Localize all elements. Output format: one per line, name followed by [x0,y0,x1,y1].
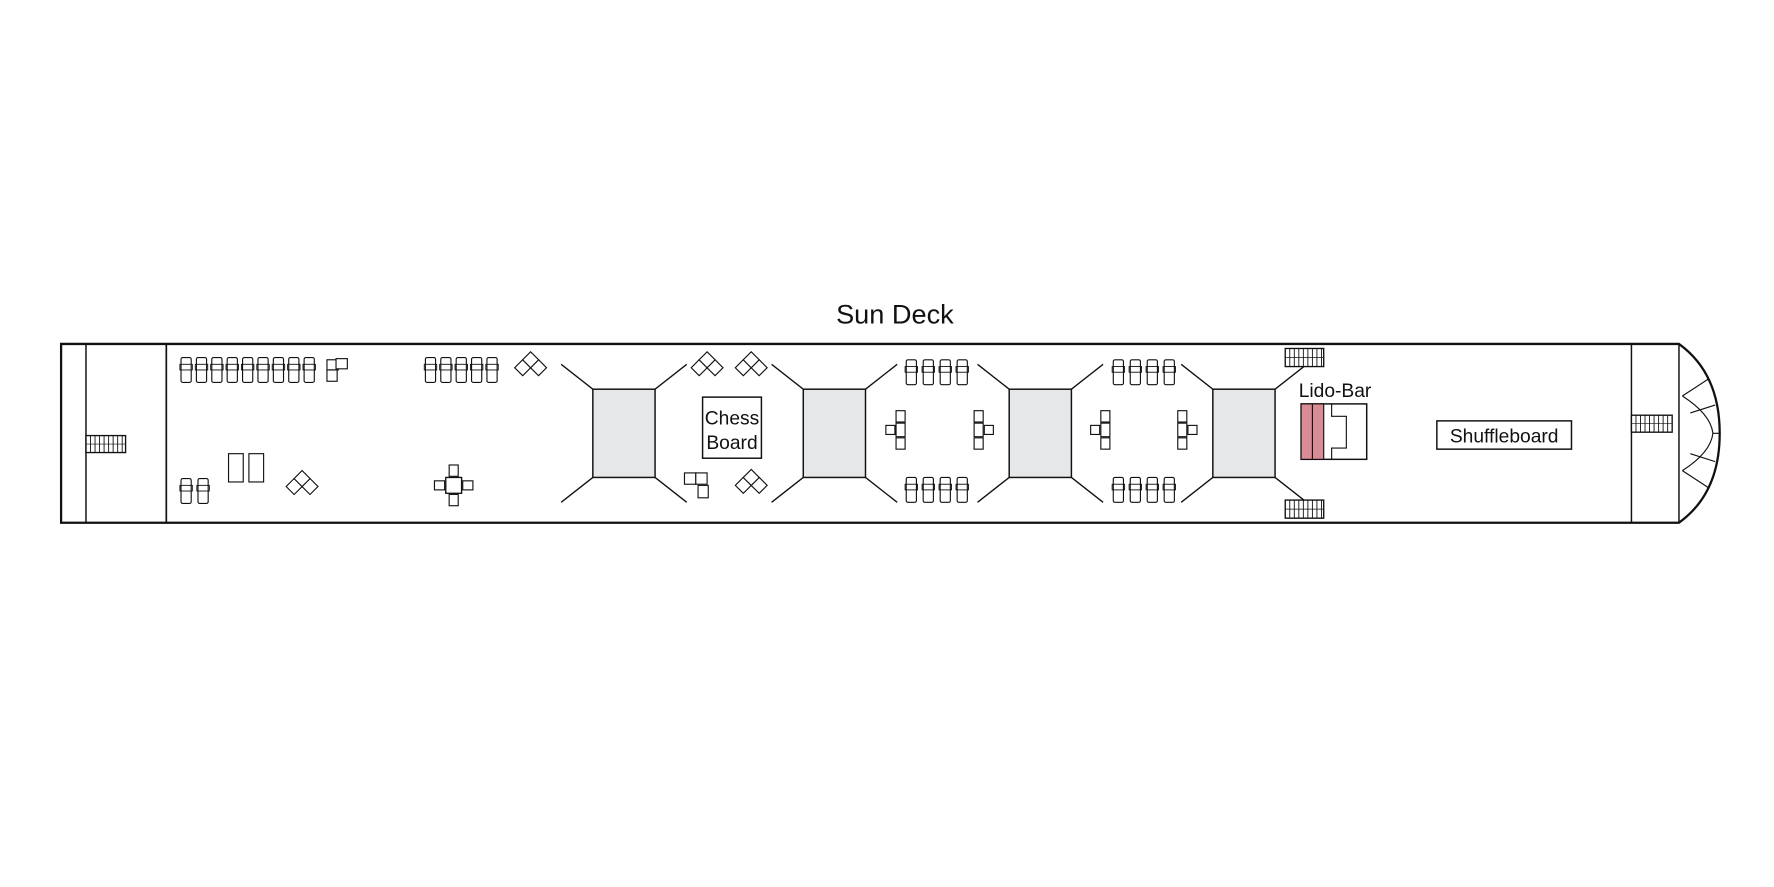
lounge-chair [938,359,952,386]
lounge-chair [1111,476,1126,503]
lounge-chair [423,356,438,383]
chess-board-label-line2: Board [706,433,757,454]
chess-board: Chess Board [701,396,763,459]
chair [697,484,709,499]
lounge-chair [196,478,210,505]
stair [1284,347,1325,368]
lounge-chair [194,356,209,383]
lido-bar: Lido-Bar [1299,381,1372,461]
lounge-chair [1128,359,1143,386]
lounge-chair [1128,476,1143,503]
chess-board-label-line1: Chess [705,408,759,429]
chair [227,453,244,483]
lounge-chair [904,359,918,386]
lounge-chair [454,356,468,383]
diamond-tables [690,350,724,377]
lounge-chair [240,356,255,383]
lounge-chair [904,476,918,503]
stairs [85,347,1673,519]
lounge-chair [485,356,499,383]
lounge-chair [921,359,935,386]
lounge-chair [256,356,270,383]
chair [683,472,697,485]
diamond-tables [285,469,319,496]
lounge-chair [955,476,969,503]
diamond-tables [513,350,548,377]
deck-furniture [179,350,1198,507]
diamond-tables [734,468,768,495]
lounge-chair [210,356,224,383]
lounge-chair [1145,359,1159,386]
table-with-chairs [1090,410,1111,450]
shuffleboard: Shuffleboard [1436,420,1573,450]
table-with-chairs [433,464,474,507]
table-with-chairs [1177,410,1198,450]
lounge-chair [287,356,301,383]
chair [248,453,265,483]
stair [1630,414,1673,433]
lounge-chair [225,356,239,383]
deck-opening [560,363,688,503]
chair [335,358,348,370]
lounge-chair [1162,476,1176,503]
lounge-chair [469,356,484,383]
lounge-chair [938,476,952,503]
lounge-chair [271,356,286,383]
deck-title: Sun Deck [836,299,954,330]
lounge-chair [921,476,935,503]
ship-hull [59,342,1721,524]
stair [85,434,127,454]
chair [326,369,338,382]
lounge-chair [179,356,193,383]
lounge-chair [302,356,316,383]
shuffleboard-label: Shuffleboard [1450,426,1559,447]
lounge-chair [1162,359,1176,386]
lounge-chair [1111,359,1126,386]
stair [1284,499,1325,519]
deck-opening [977,363,1104,503]
deck-opening [1180,363,1308,503]
lounge-chair [439,356,453,383]
deck-opening [771,363,898,503]
chair [695,472,708,485]
table-with-chairs [973,410,994,450]
lounge-chair [179,478,193,505]
deck-openings [560,363,1308,503]
lounge-chair [955,359,969,386]
lounge-chair [1145,476,1159,503]
lido-bar-label: Lido-Bar [1299,381,1372,402]
diamond-tables [734,350,768,377]
table-with-chairs [885,410,906,450]
